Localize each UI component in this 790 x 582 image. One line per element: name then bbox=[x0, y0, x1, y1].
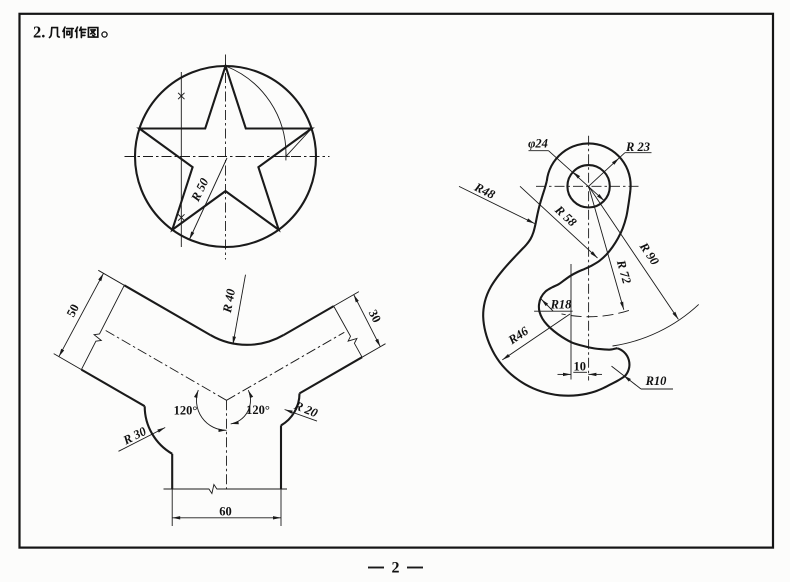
svg-text:R 72: R 72 bbox=[614, 257, 634, 285]
svg-text:120°: 120° bbox=[174, 404, 198, 418]
svg-text:R 40: R 40 bbox=[220, 287, 238, 315]
svg-text:30: 30 bbox=[366, 307, 384, 324]
svg-text:120°: 120° bbox=[246, 403, 270, 417]
svg-text:2: 2 bbox=[392, 560, 400, 577]
svg-text:R10: R10 bbox=[645, 374, 668, 388]
svg-text:60: 60 bbox=[219, 504, 232, 518]
svg-text:50: 50 bbox=[64, 302, 82, 320]
svg-text:10: 10 bbox=[574, 359, 587, 373]
svg-text:φ24: φ24 bbox=[528, 137, 548, 151]
svg-text:2.: 2. bbox=[33, 23, 45, 42]
svg-text:R18: R18 bbox=[550, 298, 573, 312]
svg-text:R 23: R 23 bbox=[625, 140, 650, 154]
